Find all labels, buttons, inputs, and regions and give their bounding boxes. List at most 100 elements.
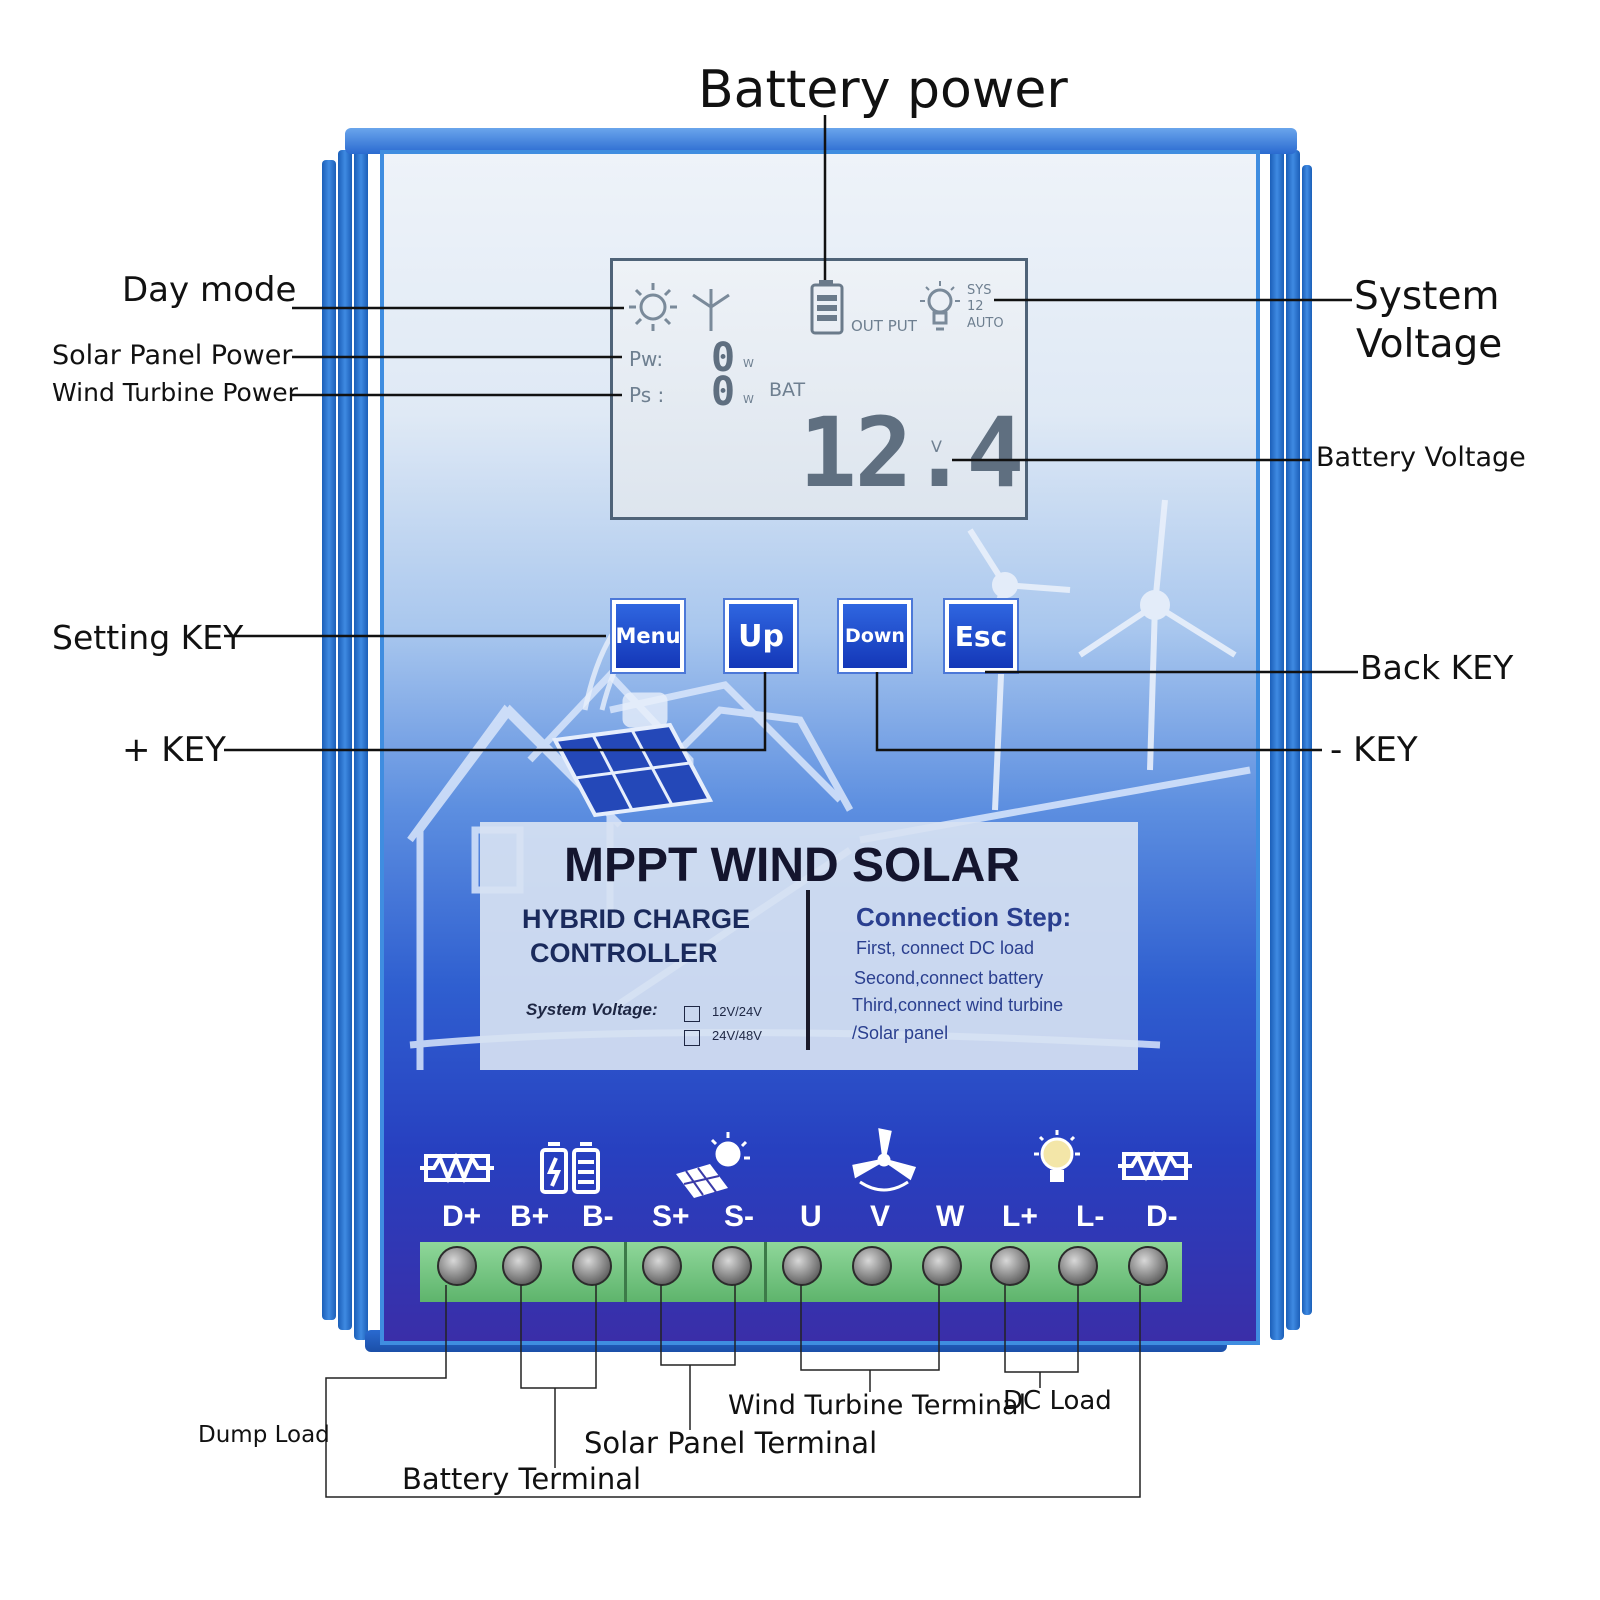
terminal-label-l-minus: L- bbox=[1076, 1200, 1105, 1233]
dump-load-resistor-icon bbox=[1118, 1150, 1192, 1182]
esc-button[interactable]: Esc bbox=[943, 598, 1019, 674]
ps-label: Ps : bbox=[629, 383, 665, 407]
terminal-screw-v[interactable] bbox=[852, 1246, 892, 1286]
panel-divider bbox=[806, 890, 810, 1050]
terminal-screw-w[interactable] bbox=[922, 1246, 962, 1286]
terminal-screw-d-plus[interactable] bbox=[437, 1246, 477, 1286]
wind-turbine-terminal-callout: Wind Turbine Terminal bbox=[728, 1390, 1027, 1421]
terminal-divider bbox=[624, 1242, 627, 1302]
dump-load-resistor-icon bbox=[420, 1152, 494, 1184]
left-heat-fin bbox=[322, 160, 336, 1320]
right-heat-fin bbox=[1270, 140, 1284, 1340]
auto-label: AUTO bbox=[967, 316, 1004, 331]
up-button[interactable]: Up bbox=[723, 598, 799, 674]
ps-unit: W bbox=[743, 393, 754, 406]
wind-turbine-icon bbox=[692, 289, 730, 331]
dump-load-leader bbox=[325, 1285, 1141, 1498]
terminal-screw-d-minus[interactable] bbox=[1128, 1246, 1168, 1286]
right-heat-fin bbox=[1302, 165, 1312, 1315]
terminal-label-v: V bbox=[870, 1200, 891, 1233]
system-voltage-label: System Voltage: bbox=[526, 1000, 658, 1019]
connection-step-1: First, connect DC load bbox=[856, 938, 1035, 958]
light-bulb-icon bbox=[920, 281, 960, 331]
system-voltage-callout-line2: Voltage bbox=[1356, 322, 1503, 367]
terminal-label-s-minus: S- bbox=[724, 1200, 754, 1233]
minus-key-callout: - KEY bbox=[1330, 730, 1418, 770]
terminal-label-l-plus: L+ bbox=[1002, 1200, 1038, 1233]
battery-terminal-bracket bbox=[520, 1285, 597, 1389]
connection-step-title: Connection Step: bbox=[856, 902, 1072, 932]
dc-load-callout: DC Load bbox=[1003, 1386, 1112, 1416]
terminal-label-d-plus: D+ bbox=[442, 1200, 482, 1233]
battery-icon bbox=[810, 280, 844, 335]
voltage-option-checkbox bbox=[684, 1030, 700, 1046]
wind-turbine-terminal-icon bbox=[852, 1128, 917, 1192]
pw-unit: W bbox=[743, 357, 754, 370]
bat-label: BAT bbox=[769, 379, 806, 401]
terminal-screw-s-plus[interactable] bbox=[642, 1246, 682, 1286]
terminal-divider bbox=[764, 1242, 767, 1302]
system-voltage-callout-line1: System bbox=[1354, 274, 1500, 319]
lcd-display: OUT PUT SYS 12 AUTO Pw: 0 W Ps : 0 W BAT… bbox=[610, 258, 1028, 520]
right-heat-fin bbox=[1286, 150, 1300, 1330]
sys-value: 12 bbox=[967, 299, 984, 314]
top-rail bbox=[345, 128, 1297, 154]
wind-terminal-bracket bbox=[800, 1285, 940, 1371]
connection-step-4: /Solar panel bbox=[852, 1023, 949, 1043]
sys-label: SYS bbox=[967, 283, 992, 298]
terminal-label-b-plus: B+ bbox=[510, 1200, 550, 1233]
plus-key-callout: + KEY bbox=[122, 730, 226, 770]
voltage-option-2: 24V/48V bbox=[712, 1028, 762, 1043]
product-subtitle-line2: CONTROLLER bbox=[530, 938, 718, 968]
terminal-label-d-minus: D- bbox=[1146, 1200, 1178, 1233]
pw-value: 0 bbox=[711, 335, 735, 381]
roof-solar-panel bbox=[551, 722, 714, 818]
battery-power-callout: Battery power bbox=[698, 60, 1068, 120]
terminal-label-w: W bbox=[936, 1200, 965, 1233]
solar-panel-terminal-callout: Solar Panel Terminal bbox=[584, 1426, 878, 1460]
battery-bank-icon bbox=[540, 1142, 600, 1194]
back-key-callout: Back KEY bbox=[1360, 648, 1514, 687]
terminal-label-b-minus: B- bbox=[582, 1200, 614, 1233]
left-heat-fin bbox=[338, 150, 352, 1330]
day-mode-callout: Day mode bbox=[122, 270, 297, 310]
minus-key-leader bbox=[875, 672, 1322, 752]
terminal-label-s-plus: S+ bbox=[652, 1200, 690, 1233]
solar-terminal-bracket bbox=[660, 1285, 736, 1366]
dc-load-bracket bbox=[1004, 1285, 1079, 1373]
setting-key-callout: Setting KEY bbox=[52, 618, 244, 657]
voltage-option-1: 12V/24V bbox=[712, 1004, 762, 1019]
connection-step-3: Third,connect wind turbine bbox=[852, 995, 1064, 1015]
solar-panel-icon bbox=[676, 1132, 750, 1198]
connection-step-2: Second,connect battery bbox=[854, 968, 1044, 988]
battery-terminal-callout: Battery Terminal bbox=[402, 1462, 642, 1496]
output-label: OUT PUT bbox=[851, 317, 917, 335]
wind-turbine-power-callout: Wind Turbine Power bbox=[52, 378, 298, 407]
pw-label: Pw: bbox=[629, 347, 664, 371]
product-subtitle-line1: HYBRID CHARGE bbox=[522, 904, 751, 934]
left-heat-fin bbox=[354, 140, 368, 1340]
solar-panel-power-callout: Solar Panel Power bbox=[52, 340, 293, 371]
terminal-screw-s-minus[interactable] bbox=[712, 1246, 752, 1286]
terminal-screw-l-plus[interactable] bbox=[990, 1246, 1030, 1286]
voltage-option-checkbox bbox=[684, 1006, 700, 1022]
info-panel: MPPT WIND SOLAR HYBRID CHARGE CONTROLLER… bbox=[480, 822, 1138, 1070]
menu-button[interactable]: Menu bbox=[610, 598, 686, 674]
battery-voltage-callout: Battery Voltage bbox=[1316, 442, 1526, 473]
terminal-screw-l-minus[interactable] bbox=[1058, 1246, 1098, 1286]
terminal-screw-b-plus[interactable] bbox=[502, 1246, 542, 1286]
terminal-label-u: U bbox=[800, 1200, 822, 1233]
down-button[interactable]: Down bbox=[837, 598, 913, 674]
dump-load-callout: Dump Load bbox=[198, 1422, 330, 1448]
terminal-screw-u[interactable] bbox=[782, 1246, 822, 1286]
terminal-screw-b-minus[interactable] bbox=[572, 1246, 612, 1286]
dc-load-bulb-icon bbox=[1034, 1130, 1080, 1182]
volt-unit: V bbox=[931, 437, 942, 456]
battery-voltage-readout: 12.4 bbox=[799, 397, 1024, 509]
sun-icon bbox=[629, 283, 677, 331]
ps-value: 0 bbox=[711, 369, 735, 415]
plus-key-leader bbox=[224, 672, 767, 752]
product-title: MPPT WIND SOLAR bbox=[564, 839, 1020, 892]
